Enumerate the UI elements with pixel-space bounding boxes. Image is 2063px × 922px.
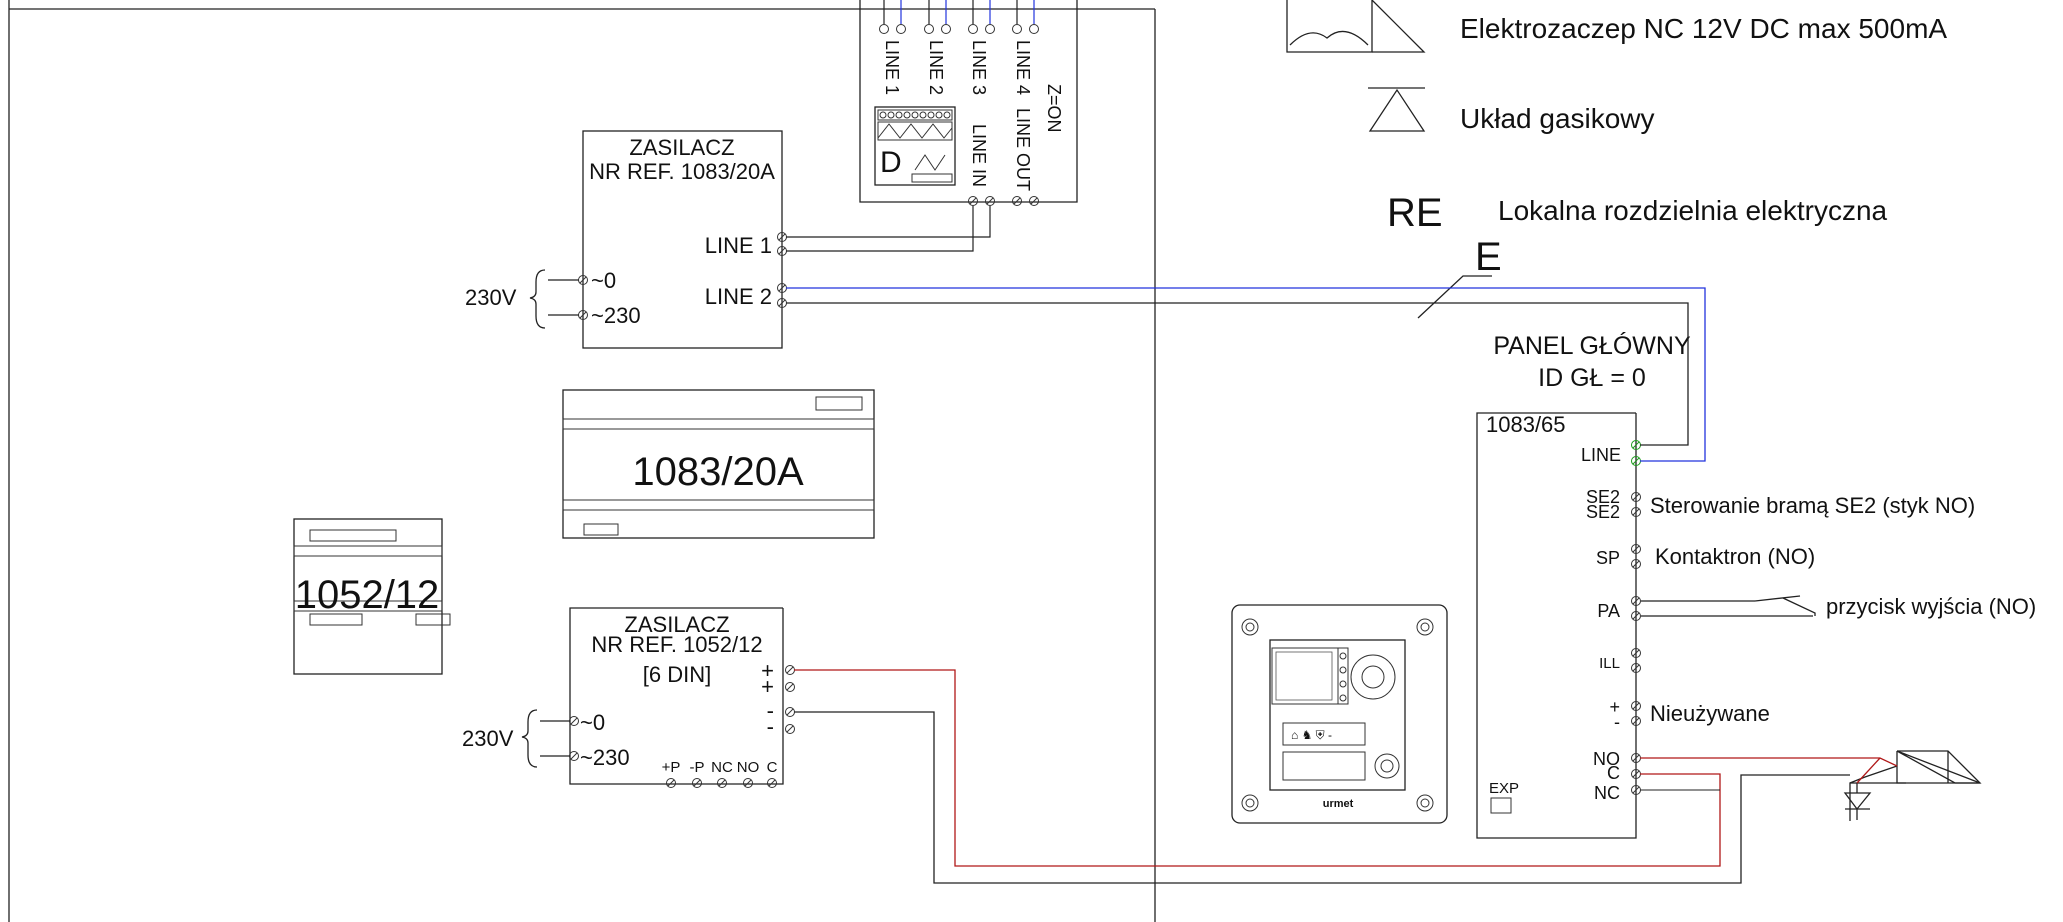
panel-model: 1083/65 <box>1486 412 1566 437</box>
panel-sp-desc: Kontaktron (NO) <box>1655 544 1815 569</box>
panel-pm-plus: + <box>1609 697 1620 717</box>
legend-lock-text: Elektrozaczep NC 12V DC max 500mA <box>1460 13 1947 44</box>
electric-lock-icon <box>1286 0 1426 53</box>
psu-12-term-pminus: -P <box>690 759 705 776</box>
panel-se2-desc: Sterowanie bramą SE2 (styk NO) <box>1650 493 1975 518</box>
panel-nc: NC <box>1594 783 1620 803</box>
psu-20a-line2: LINE 2 <box>705 284 772 309</box>
psu-12-ref: NR REF. 1052/12 <box>591 632 762 657</box>
module-1052-12: 1052/12 <box>293 518 451 675</box>
psu-12-term-c: C <box>767 759 778 776</box>
panel-se2-a: SE2 <box>1586 487 1620 507</box>
legend-lock: Elektrozaczep NC 12V DC max 500mA <box>1286 0 1947 53</box>
status-icons: ⌂ ♞ ⛨ - <box>1291 728 1332 742</box>
psu-12-term-nc: NC <box>711 759 733 776</box>
dist-line-3: LINE 3 <box>969 40 989 95</box>
legend-re: RE Lokalna rozdzielnia elektryczna E <box>1387 191 1888 319</box>
psu-20a-mains-0: ~0 <box>591 268 616 293</box>
psu-12-plus-b: + <box>761 674 774 699</box>
device-brand: urmet <box>1323 798 1354 810</box>
panel-pm-minus: - <box>1614 712 1620 732</box>
panel-c: C <box>1607 763 1620 783</box>
psu-12-mains-0: ~0 <box>580 710 605 735</box>
panel-pa: PA <box>1597 601 1620 621</box>
drawing-frame <box>8 0 1156 922</box>
psu-12-size: [6 DIN] <box>643 662 711 687</box>
dist-line-out: LINE OUT <box>1013 108 1033 191</box>
dist-line-2: LINE 2 <box>926 40 946 95</box>
psu-12-plus-a: + <box>761 658 774 683</box>
wiring <box>786 206 1898 884</box>
psu-12-minus-a: - <box>767 698 774 723</box>
distributor-badge: D <box>880 146 902 179</box>
panel-line: LINE <box>1581 445 1621 465</box>
door-station-device: ⌂ ♞ ⛨ - urmet <box>1231 604 1448 824</box>
distributor-bottom-terminals <box>968 196 1039 206</box>
panel-sp: SP <box>1596 548 1620 568</box>
module-12-label: 1052/12 <box>295 573 440 617</box>
panel-pa-desc: przycisk wyjścia (NO) <box>1826 594 2036 619</box>
panel-se2-b: SE2 <box>1586 502 1620 522</box>
distributor-block: LINE 1 LINE 2 LINE 3 LINE 4 LINE OUT LIN… <box>859 0 1078 206</box>
dist-z-on: Z=ON <box>1044 84 1064 133</box>
panel-id: ID GŁ = 0 <box>1538 364 1646 392</box>
psu-12-term-no: NO <box>737 759 760 776</box>
camera-lens-icon <box>1350 654 1396 700</box>
panel-exp: EXP <box>1489 780 1519 797</box>
legend-suppressor: Układ gasikowy <box>1368 87 1655 134</box>
psu-12-title: ZASILACZ <box>624 612 729 637</box>
legend-suppressor-text: Układ gasikowy <box>1460 103 1655 134</box>
panel-pm-desc: Nieużywane <box>1650 701 1770 726</box>
call-button[interactable] <box>1374 753 1400 779</box>
psu-20a-line1: LINE 1 <box>705 233 772 258</box>
re-symbol: RE <box>1387 191 1443 235</box>
psu-12-minus-b: - <box>767 714 774 739</box>
e-symbol: E <box>1475 235 1502 279</box>
psu-12-term-pplus: +P <box>662 759 681 776</box>
psu-20a-mains-230: ~230 <box>591 303 641 328</box>
exp-connector-icon <box>1490 797 1512 814</box>
panel-no: NO <box>1593 749 1620 769</box>
psu-1052-12: ZASILACZ NR REF. 1052/12 [6 DIN] + + - -… <box>462 607 795 788</box>
dist-line-1: LINE 1 <box>882 40 902 95</box>
panel-ill: ILL <box>1599 655 1620 672</box>
suppressor-diode-icon <box>1843 783 1872 820</box>
distributor-top-terminals <box>879 0 1039 34</box>
panel-title: PANEL GŁÓWNY <box>1493 331 1691 360</box>
e-marker-line <box>1417 275 1492 319</box>
psu-12-mains-label: 230V <box>462 726 514 751</box>
psu-12-mains-230: ~230 <box>580 745 630 770</box>
re-text: Lokalna rozdzielnia elektryczna <box>1498 195 1888 226</box>
main-panel: PANEL GŁÓWNY ID GŁ = 0 1083/65 LINE SE2 … <box>1476 331 2036 839</box>
psu-20a-mains-label: 230V <box>465 285 517 310</box>
dist-line-in: LINE IN <box>969 124 989 187</box>
module-20a-label: 1083/20A <box>632 450 804 494</box>
distributor-module-icon: D <box>874 106 956 186</box>
lock-assembly <box>1843 750 1982 821</box>
speaker-grille-icon <box>1275 651 1333 701</box>
module-1083-20a: 1083/20A <box>562 389 875 539</box>
exit-button-symbol <box>1641 595 1816 617</box>
psu-20a-title: ZASILACZ <box>629 135 734 160</box>
dist-line-4: LINE 4 <box>1013 40 1033 95</box>
psu-20a-ref: NR REF. 1083/20A <box>589 159 775 184</box>
psu-1083-20a: ZASILACZ NR REF. 1083/20A LINE 1 LINE 2 … <box>465 130 787 349</box>
suppressor-icon <box>1368 87 1426 132</box>
